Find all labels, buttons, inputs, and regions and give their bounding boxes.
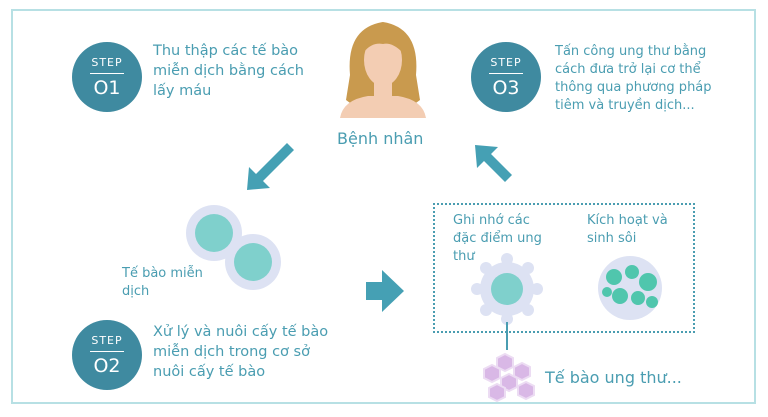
arrow-down-left-icon <box>247 143 294 190</box>
activate-label: Kích hoạt và sinh sôi <box>587 213 668 246</box>
step-number: O2 <box>93 355 121 377</box>
step-number: O3 <box>492 77 520 99</box>
badge-divider <box>489 73 523 74</box>
step-3-text: Tấn công ung thư bằng cách đưa trở lại c… <box>555 44 712 113</box>
step-label: STEP <box>91 334 123 347</box>
arrow-right-icon <box>366 270 404 312</box>
step-3-badge: STEP O3 <box>471 42 541 112</box>
step-label: STEP <box>490 56 522 69</box>
patient-icon <box>340 22 426 118</box>
step-label: STEP <box>91 56 123 69</box>
step-number: O1 <box>93 77 121 99</box>
sensitized-cell-icon <box>471 253 543 325</box>
cancer-cells-icon <box>483 352 535 403</box>
cancer-cell-label: Tế bào ung thư... <box>545 368 682 387</box>
proliferating-cells-icon <box>598 256 662 320</box>
step-1-badge: STEP O1 <box>72 42 142 112</box>
step-2-badge: STEP O2 <box>72 320 142 390</box>
process-box <box>433 203 695 333</box>
patient-label: Bệnh nhân <box>337 129 424 148</box>
diagram-frame <box>11 9 756 404</box>
memorize-label: Ghi nhớ các đặc điểm ung thư <box>453 213 542 264</box>
immune-cell-label: Tế bào miễn dịch <box>122 266 203 299</box>
badge-divider <box>90 351 124 352</box>
step-1-text: Thu thập các tế bào miễn dịch bằng cách … <box>153 43 304 99</box>
immune-cell-icon <box>186 205 242 261</box>
badge-divider <box>90 73 124 74</box>
step-2-text: Xử lý và nuôi cấy tế bào miễn dịch trong… <box>153 324 329 380</box>
arrow-up-left-icon <box>475 145 512 182</box>
immune-cell-icon <box>225 234 281 290</box>
